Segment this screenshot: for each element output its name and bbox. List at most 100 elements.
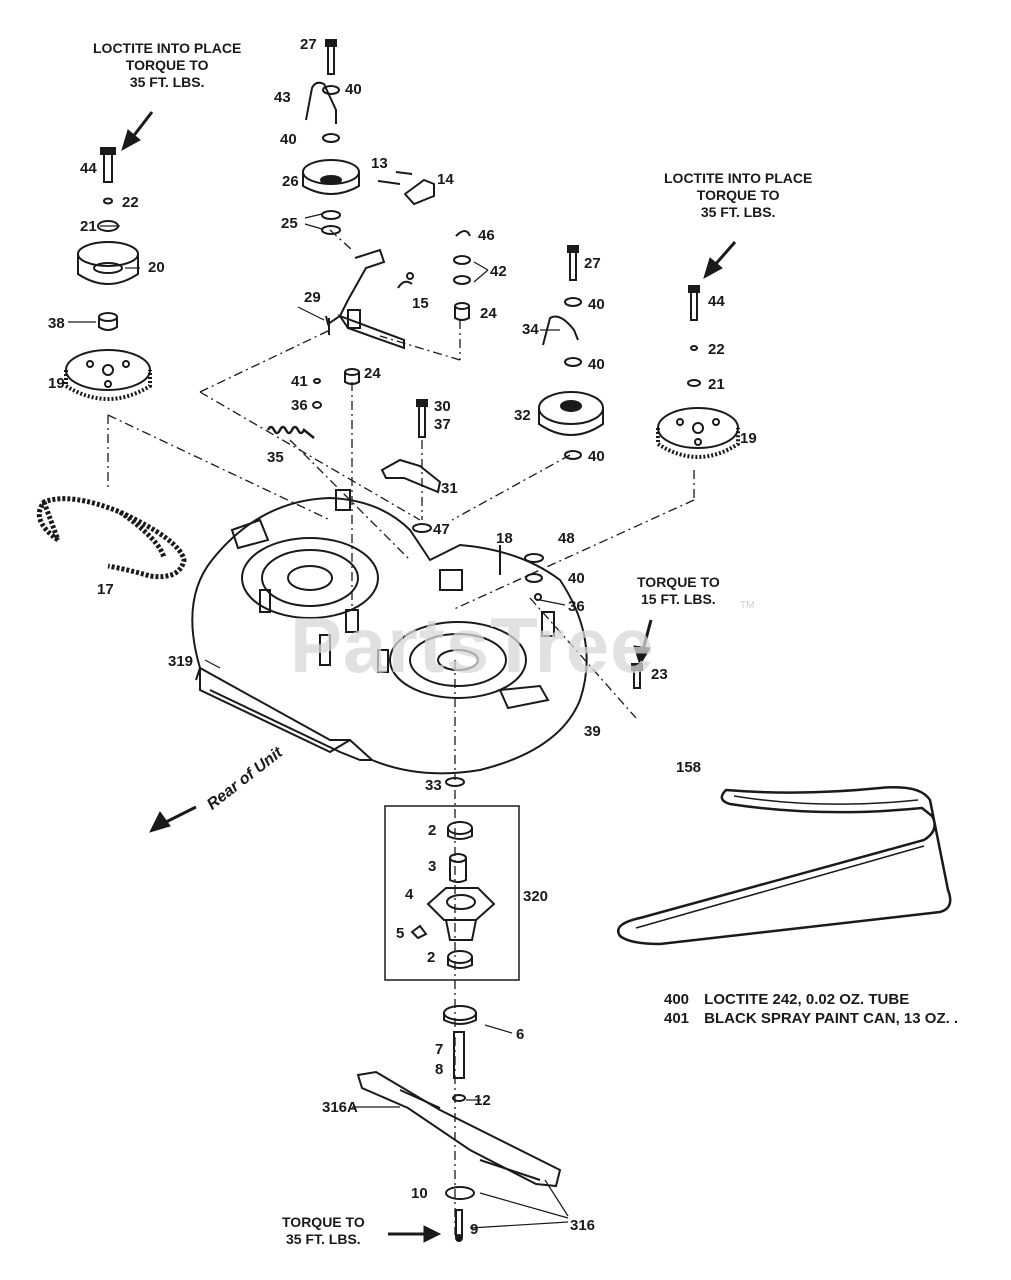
- callout-8: 8: [435, 1061, 444, 1078]
- part-24-spacer-lower: [344, 368, 360, 385]
- callout-40: 40: [588, 356, 605, 373]
- part-31-bracket: [380, 458, 442, 494]
- part-19-gear-left: [64, 349, 152, 401]
- callout-38: 38: [48, 315, 65, 332]
- arrows: [121, 111, 737, 1243]
- part-44-bolt-right: [688, 285, 700, 321]
- part-25-washer-1: [321, 210, 341, 220]
- part-36-nut-left: [312, 401, 322, 409]
- part-43-spacer-bracket: [305, 81, 337, 124]
- callout-47: 47: [433, 521, 450, 538]
- part-13-screw: [377, 171, 413, 185]
- part-44-bolt: [100, 147, 116, 183]
- callout-36: 36: [568, 598, 585, 615]
- callout-24: 24: [480, 305, 497, 322]
- callout-27: 27: [584, 255, 601, 272]
- callout-319: 319: [168, 653, 194, 670]
- part-40-washer-4: [564, 357, 582, 367]
- part-2-bearing-lower: [447, 950, 473, 969]
- part-40-washer-2: [322, 133, 340, 143]
- callout-316a: 316A: [322, 1099, 358, 1116]
- alignment-lines: [107, 229, 695, 1235]
- callout-44: 44: [80, 160, 97, 177]
- callout-40: 40: [345, 81, 362, 98]
- callout-7: 7: [435, 1041, 444, 1058]
- part-6-pulley-hub: [443, 1005, 477, 1025]
- callout-39: 39: [584, 723, 601, 740]
- part-23-bolt: [631, 663, 643, 689]
- part-10-washer: [445, 1186, 475, 1200]
- note-top-right: LOCTITE INTO PLACE TORQUE TO 35 FT. LBS.: [664, 170, 813, 220]
- callout-40: 40: [280, 131, 297, 148]
- callout-37: 37: [434, 416, 451, 433]
- part-24-spacer-upper: [454, 302, 470, 321]
- part-319-mower-deck: [191, 489, 588, 775]
- callout-24: 24: [364, 365, 381, 382]
- part-41-washer: [313, 378, 321, 384]
- part-32-pulley: [538, 391, 604, 436]
- part-48-washer: [524, 553, 544, 563]
- callout-4: 4: [405, 886, 414, 903]
- part-14-block: [403, 178, 435, 206]
- callout-30: 30: [434, 398, 451, 415]
- callout-48: 48: [558, 530, 575, 547]
- part-21-washer-right: [687, 379, 701, 387]
- callout-2: 2: [428, 822, 437, 839]
- part-29-idler-bracket: [325, 248, 405, 350]
- part-27-bolt-top: [325, 39, 337, 75]
- part-25-washer-2: [321, 225, 341, 235]
- callout-6: 6: [516, 1026, 525, 1043]
- callout-15: 15: [412, 295, 429, 312]
- part-36-nut-right: [534, 593, 542, 601]
- part-34-spacer-bracket: [542, 315, 579, 346]
- part-2-bearing-upper: [447, 821, 473, 840]
- callout-10: 10: [411, 1185, 428, 1202]
- part-19-gear-right: [656, 407, 740, 459]
- callout-14: 14: [437, 171, 454, 188]
- part-4-spindle-housing: [426, 887, 496, 941]
- part-7-8-shaft: [453, 1031, 465, 1079]
- callout-35: 35: [267, 449, 284, 466]
- part-26-idler-pulley: [302, 159, 360, 195]
- part-27-bolt-right: [567, 245, 579, 281]
- watermark: PartsTree: [290, 601, 655, 689]
- part-30-bolt: [416, 399, 428, 438]
- callout-2: 2: [427, 949, 436, 966]
- callout-9: 9: [470, 1221, 479, 1238]
- callout-21: 21: [80, 218, 97, 235]
- part-35-spring: [266, 425, 315, 439]
- callout-33: 33: [425, 777, 442, 794]
- callout-25: 25: [281, 215, 298, 232]
- callout-44: 44: [708, 293, 725, 310]
- part-46-clip: [455, 230, 471, 237]
- part-17-timing-belt: [36, 496, 187, 580]
- leader-lines: [68, 213, 569, 1229]
- callout-12: 12: [474, 1092, 491, 1109]
- callout-5: 5: [396, 925, 405, 942]
- callout-34: 34: [522, 321, 539, 338]
- blade-edge-upper: [399, 1089, 441, 1109]
- part-158-v-belt: [617, 786, 952, 946]
- part-22-washer-right: [690, 345, 698, 351]
- part-20-pulley-cover: [77, 241, 139, 285]
- part-320-spindle-box: [384, 805, 520, 981]
- part-15-pin: [397, 272, 414, 289]
- part-47-washer: [412, 523, 432, 533]
- part-33-washer: [445, 777, 465, 787]
- part-40-washer-1: [322, 85, 340, 95]
- part-40-washer-6: [525, 573, 543, 583]
- callout-13: 13: [371, 155, 388, 172]
- part-12-washer: [452, 1094, 466, 1102]
- part-21-washer: [97, 220, 119, 232]
- part-3-spacer-tube: [449, 853, 467, 883]
- part-42-washer-2: [453, 275, 471, 285]
- callout-46: 46: [478, 227, 495, 244]
- callout-41: 41: [291, 373, 308, 390]
- legend-row: 401 BLACK SPRAY PAINT CAN, 13 OZ. .: [664, 1010, 959, 1027]
- part-9-bolt: [455, 1209, 463, 1242]
- callout-19: 19: [740, 430, 757, 447]
- callout-42: 42: [490, 263, 507, 280]
- part-22-washer: [103, 197, 113, 205]
- callout-22: 22: [708, 341, 725, 358]
